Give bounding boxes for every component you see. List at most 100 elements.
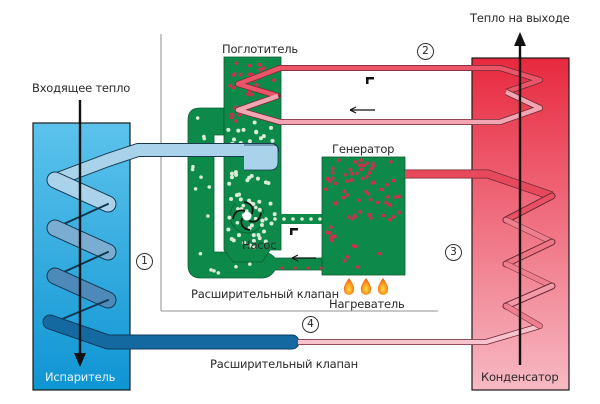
particle — [370, 161, 375, 166]
particle — [195, 116, 200, 120]
particle — [251, 238, 256, 243]
particle — [216, 271, 221, 275]
particle — [356, 198, 361, 203]
particle — [251, 233, 256, 238]
particle — [234, 193, 239, 198]
particle — [228, 83, 233, 88]
particle — [226, 227, 231, 232]
particle — [258, 67, 263, 72]
particle — [352, 213, 357, 218]
particle — [254, 130, 259, 135]
flow-arrow-left-icon — [291, 254, 316, 262]
particle — [388, 217, 392, 222]
particle — [231, 238, 236, 243]
absorber-coil — [235, 65, 281, 125]
particle — [234, 61, 239, 66]
particle — [257, 62, 262, 67]
particle — [238, 197, 243, 202]
particle — [391, 178, 396, 183]
particle — [255, 83, 259, 87]
particle — [269, 221, 274, 226]
particle — [342, 189, 347, 194]
particle — [253, 216, 258, 221]
particle — [227, 215, 232, 220]
particle — [256, 233, 261, 238]
particle — [327, 179, 332, 184]
expansion-valve-inner-label: Расширительный клапан — [191, 287, 339, 301]
particle — [236, 128, 241, 133]
particle — [360, 176, 365, 181]
frame-lines — [160, 34, 438, 312]
particle — [342, 172, 347, 177]
particle — [330, 238, 335, 243]
flame-icon — [343, 278, 355, 295]
particle — [231, 85, 236, 90]
circuit-number-3: 3 — [445, 244, 462, 261]
particle — [248, 243, 253, 248]
particle — [350, 172, 355, 176]
particle — [258, 136, 263, 141]
particle — [367, 212, 372, 217]
circuit-number-2: 2 — [417, 43, 434, 60]
particle — [282, 217, 286, 221]
particle — [329, 225, 333, 230]
particle — [212, 269, 216, 273]
particle — [397, 194, 401, 199]
flow-arrow-left-icon — [349, 106, 375, 114]
particle — [271, 78, 276, 83]
particle — [306, 266, 310, 270]
particle — [377, 251, 382, 256]
particle — [280, 266, 284, 270]
particle — [348, 167, 353, 172]
condenser-label: Конденсатор — [481, 370, 559, 384]
particle — [254, 205, 258, 210]
circuit-number-1: 1 — [136, 253, 153, 270]
particle — [381, 213, 386, 218]
particle — [247, 175, 252, 180]
particle — [249, 92, 254, 97]
particle — [364, 189, 368, 194]
particle — [341, 195, 346, 200]
particle — [361, 163, 366, 168]
particle — [262, 229, 267, 234]
particle — [330, 234, 335, 239]
particle — [234, 264, 238, 269]
particle — [237, 233, 242, 238]
evaporator-coil — [46, 171, 117, 323]
particle — [257, 236, 262, 241]
coil-segment-fill — [47, 220, 116, 260]
condenser-coil — [502, 192, 556, 329]
coil-segment-fill — [47, 172, 116, 212]
pump-label: Насос — [242, 238, 277, 252]
particle — [232, 71, 237, 76]
particle — [207, 185, 212, 189]
evaporator-label: Испаритель — [45, 370, 116, 384]
particle — [263, 239, 268, 244]
particle — [246, 92, 251, 97]
particle — [198, 251, 203, 256]
particle — [206, 214, 210, 218]
particle — [261, 66, 266, 71]
particle — [368, 197, 373, 202]
particle — [366, 192, 371, 196]
particle — [354, 171, 359, 176]
coil-segment-fill — [503, 217, 555, 245]
flame-icon — [360, 278, 372, 295]
particle — [269, 125, 274, 130]
particle — [391, 214, 396, 219]
particle — [346, 215, 351, 219]
particle — [264, 217, 268, 221]
particle — [372, 180, 376, 185]
particle — [242, 240, 247, 245]
particle — [255, 176, 260, 181]
particle — [272, 212, 277, 217]
particle — [291, 217, 295, 221]
coil-segment-fill — [503, 239, 555, 267]
particle — [227, 181, 232, 186]
generator-label: Генератор — [332, 142, 395, 156]
particle — [235, 220, 240, 225]
coil-segment-fill — [503, 283, 555, 309]
particle — [191, 164, 195, 169]
particle — [397, 210, 401, 215]
